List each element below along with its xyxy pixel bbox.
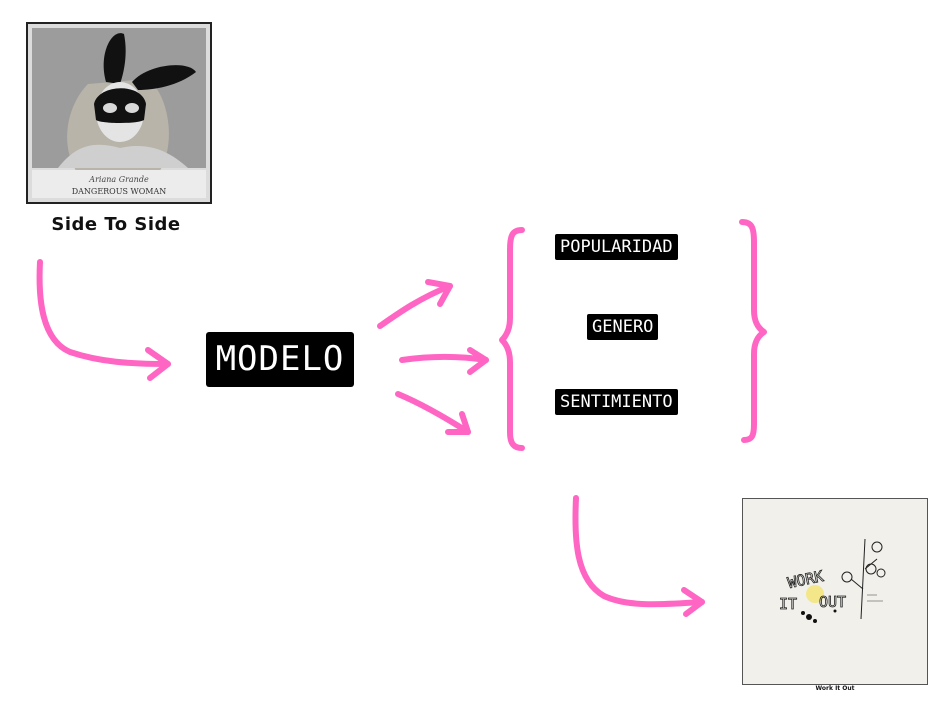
album-art-image: Ariana Grande DANGEROUS WOMAN	[28, 24, 210, 202]
arrow-album-to-model	[36, 259, 171, 367]
input-song-title: Side To Side	[51, 214, 181, 235]
arrowhead-model-to-popularity	[425, 279, 453, 307]
arrowhead-model-to-sentiment	[445, 411, 471, 435]
model-box: MODELO	[206, 332, 354, 387]
output-song-title: Work It Out	[815, 685, 855, 692]
left-brace	[499, 227, 525, 451]
arrow-model-to-popularity	[377, 283, 453, 329]
input-album-cover: Ariana Grande DANGEROUS WOMAN	[26, 22, 212, 204]
arrow-model-to-genre	[399, 354, 489, 363]
album-art-image: WORK IT OUT	[743, 499, 927, 684]
album-cover-text: DANGEROUS WOMAN	[72, 187, 167, 196]
cover-word-it: IT	[779, 595, 797, 613]
right-brace	[739, 219, 767, 443]
svg-text:Ariana Grande: Ariana Grande	[88, 175, 149, 184]
arrowhead-model-to-genre	[467, 347, 489, 375]
feature-sentiment: SENTIMIENTO	[555, 389, 678, 415]
output-album-cover: WORK IT OUT	[742, 498, 928, 685]
cover-word-out: OUT	[819, 593, 846, 611]
arrowhead-album-to-model	[145, 347, 171, 381]
arrowhead-features-to-output	[681, 587, 705, 617]
arrow-model-to-sentiment	[395, 391, 471, 435]
feature-genre: GENERO	[587, 314, 659, 340]
feature-popularity: POPULARIDAD	[555, 234, 678, 260]
arrow-features-to-output	[572, 495, 705, 608]
